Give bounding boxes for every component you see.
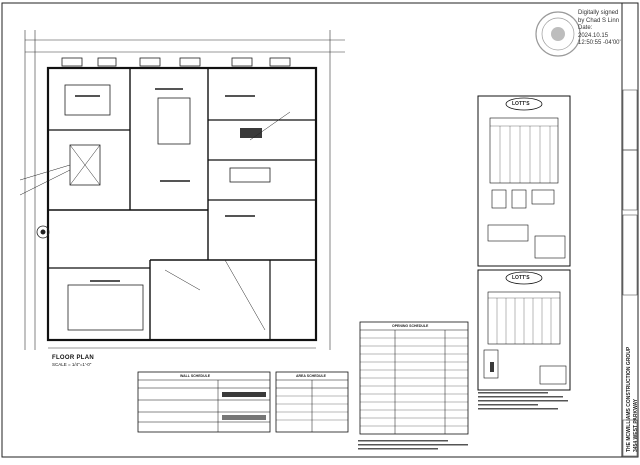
signature-line-2: by Chad S Linn [578,17,620,24]
engineer-seal [535,11,581,57]
exterior-wall [46,66,318,342]
lotts-table-2 [477,269,571,391]
lotts-brand-2: LOTT'S [512,275,530,281]
title-block-company: THE MCWILLIAMS CONSTRUCTION GROUP [626,346,632,452]
signature-line-3: Date: [578,25,593,31]
sheet-border [1,2,639,458]
signature-line-4: 2024.10.15 [578,32,609,39]
floor-plan-title: FLOOR PLAN [52,355,94,361]
kitchen-island [157,97,191,145]
wall-schedule-table [137,371,271,433]
opening-schedule-title: OPENING SCHEDULE [392,324,429,328]
title-block-address: 3454 WEST PARKWAY [633,398,639,452]
area-schedule-table [275,371,349,433]
title-block [622,89,638,457]
floor-plan-scale: SCALE = 1/4"=1'-0" [52,362,92,367]
wall-schedule-title: WALL SCHEDULE [180,374,211,378]
area-schedule-title: AREA SCHEDULE [296,374,327,378]
notes-block [358,392,568,450]
water-heater [36,225,50,239]
lotts-table-1 [477,95,571,267]
bed-primary [64,84,111,116]
lotts-brand-1: LOTT'S [512,101,530,107]
signature-line-5: 12:50:55 -04'00' [578,40,621,46]
floor-plan [19,30,345,350]
signature-line-1: Digitally signed [578,10,619,16]
bath-tub [229,167,271,183]
garage-area [67,284,144,331]
opening-schedule-table [359,321,469,435]
closet-shelf [240,128,262,138]
digital-signature: Digitally signed by Chad S Linn Date: 20… [578,10,638,48]
